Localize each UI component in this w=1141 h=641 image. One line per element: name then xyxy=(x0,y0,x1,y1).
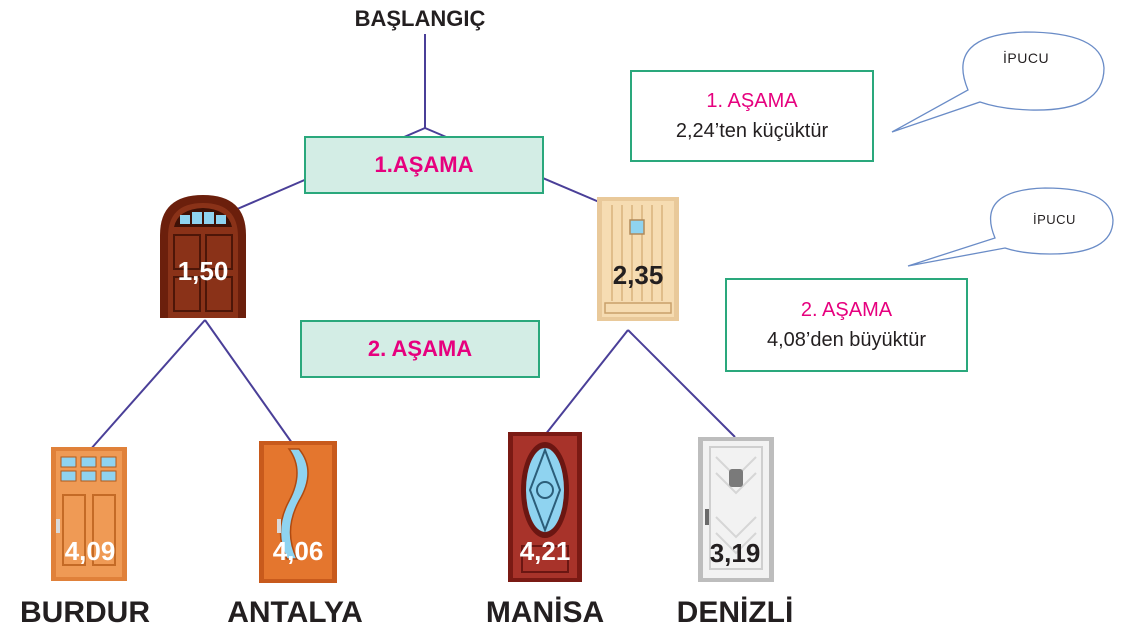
branch-line-manisa xyxy=(544,329,629,436)
stage-2-label: 2. AŞAMA xyxy=(367,336,473,361)
orange-glass-door-icon xyxy=(259,441,337,583)
branch-line-denizli xyxy=(627,329,736,438)
branch-line-burdur xyxy=(89,319,206,451)
city-label-burdur: BURDUR xyxy=(20,596,150,629)
white-door-icon xyxy=(698,437,774,582)
hint-1-text: 2,24’ten küçüktür xyxy=(675,120,829,142)
hint-1-bubble-label: İPUCU xyxy=(1003,50,1050,66)
city-label-denizli: DENİZLİ xyxy=(676,596,794,629)
hint-2-text: 4,08’den büyüktür xyxy=(766,329,926,351)
door-value-2: 2,35 xyxy=(612,260,664,290)
branch-line-antalya xyxy=(204,319,298,451)
city-label-manisa: MANİSA xyxy=(485,596,605,629)
hint-2-title: 2. AŞAMA xyxy=(800,299,893,321)
door-value-1: 1,50 xyxy=(177,256,229,286)
hint-1-title: 1. AŞAMA xyxy=(706,90,798,112)
hint-2-bubble-icon xyxy=(907,187,1114,267)
stage-1-label: 1.AŞAMA xyxy=(374,152,474,177)
hint-1-box: 1. AŞAMA 2,24’ten küçüktür xyxy=(630,70,874,162)
red-oval-glass-door-icon xyxy=(508,432,582,582)
start-title: BAŞLANGIÇ xyxy=(354,6,486,31)
door-value-6: 3,19 xyxy=(709,538,761,568)
stage-2-box: 2. AŞAMA xyxy=(300,320,540,378)
door-value-4: 4,06 xyxy=(272,536,324,566)
hint-2-box: 2. AŞAMA 4,08’den büyüktür xyxy=(725,278,968,372)
door-value-5: 4,21 xyxy=(519,536,571,566)
light-wood-door-icon xyxy=(597,197,679,321)
arched-brown-door-icon xyxy=(160,195,246,318)
stage-1-box: 1.AŞAMA xyxy=(304,136,544,194)
hint-2-bubble-label: İPUCU xyxy=(1033,212,1076,227)
city-label-antalya: ANTALYA xyxy=(227,596,363,629)
orange-panel-door-icon xyxy=(51,447,127,581)
door-value-3: 4,09 xyxy=(64,536,116,566)
hint-1-bubble-icon xyxy=(891,31,1105,133)
